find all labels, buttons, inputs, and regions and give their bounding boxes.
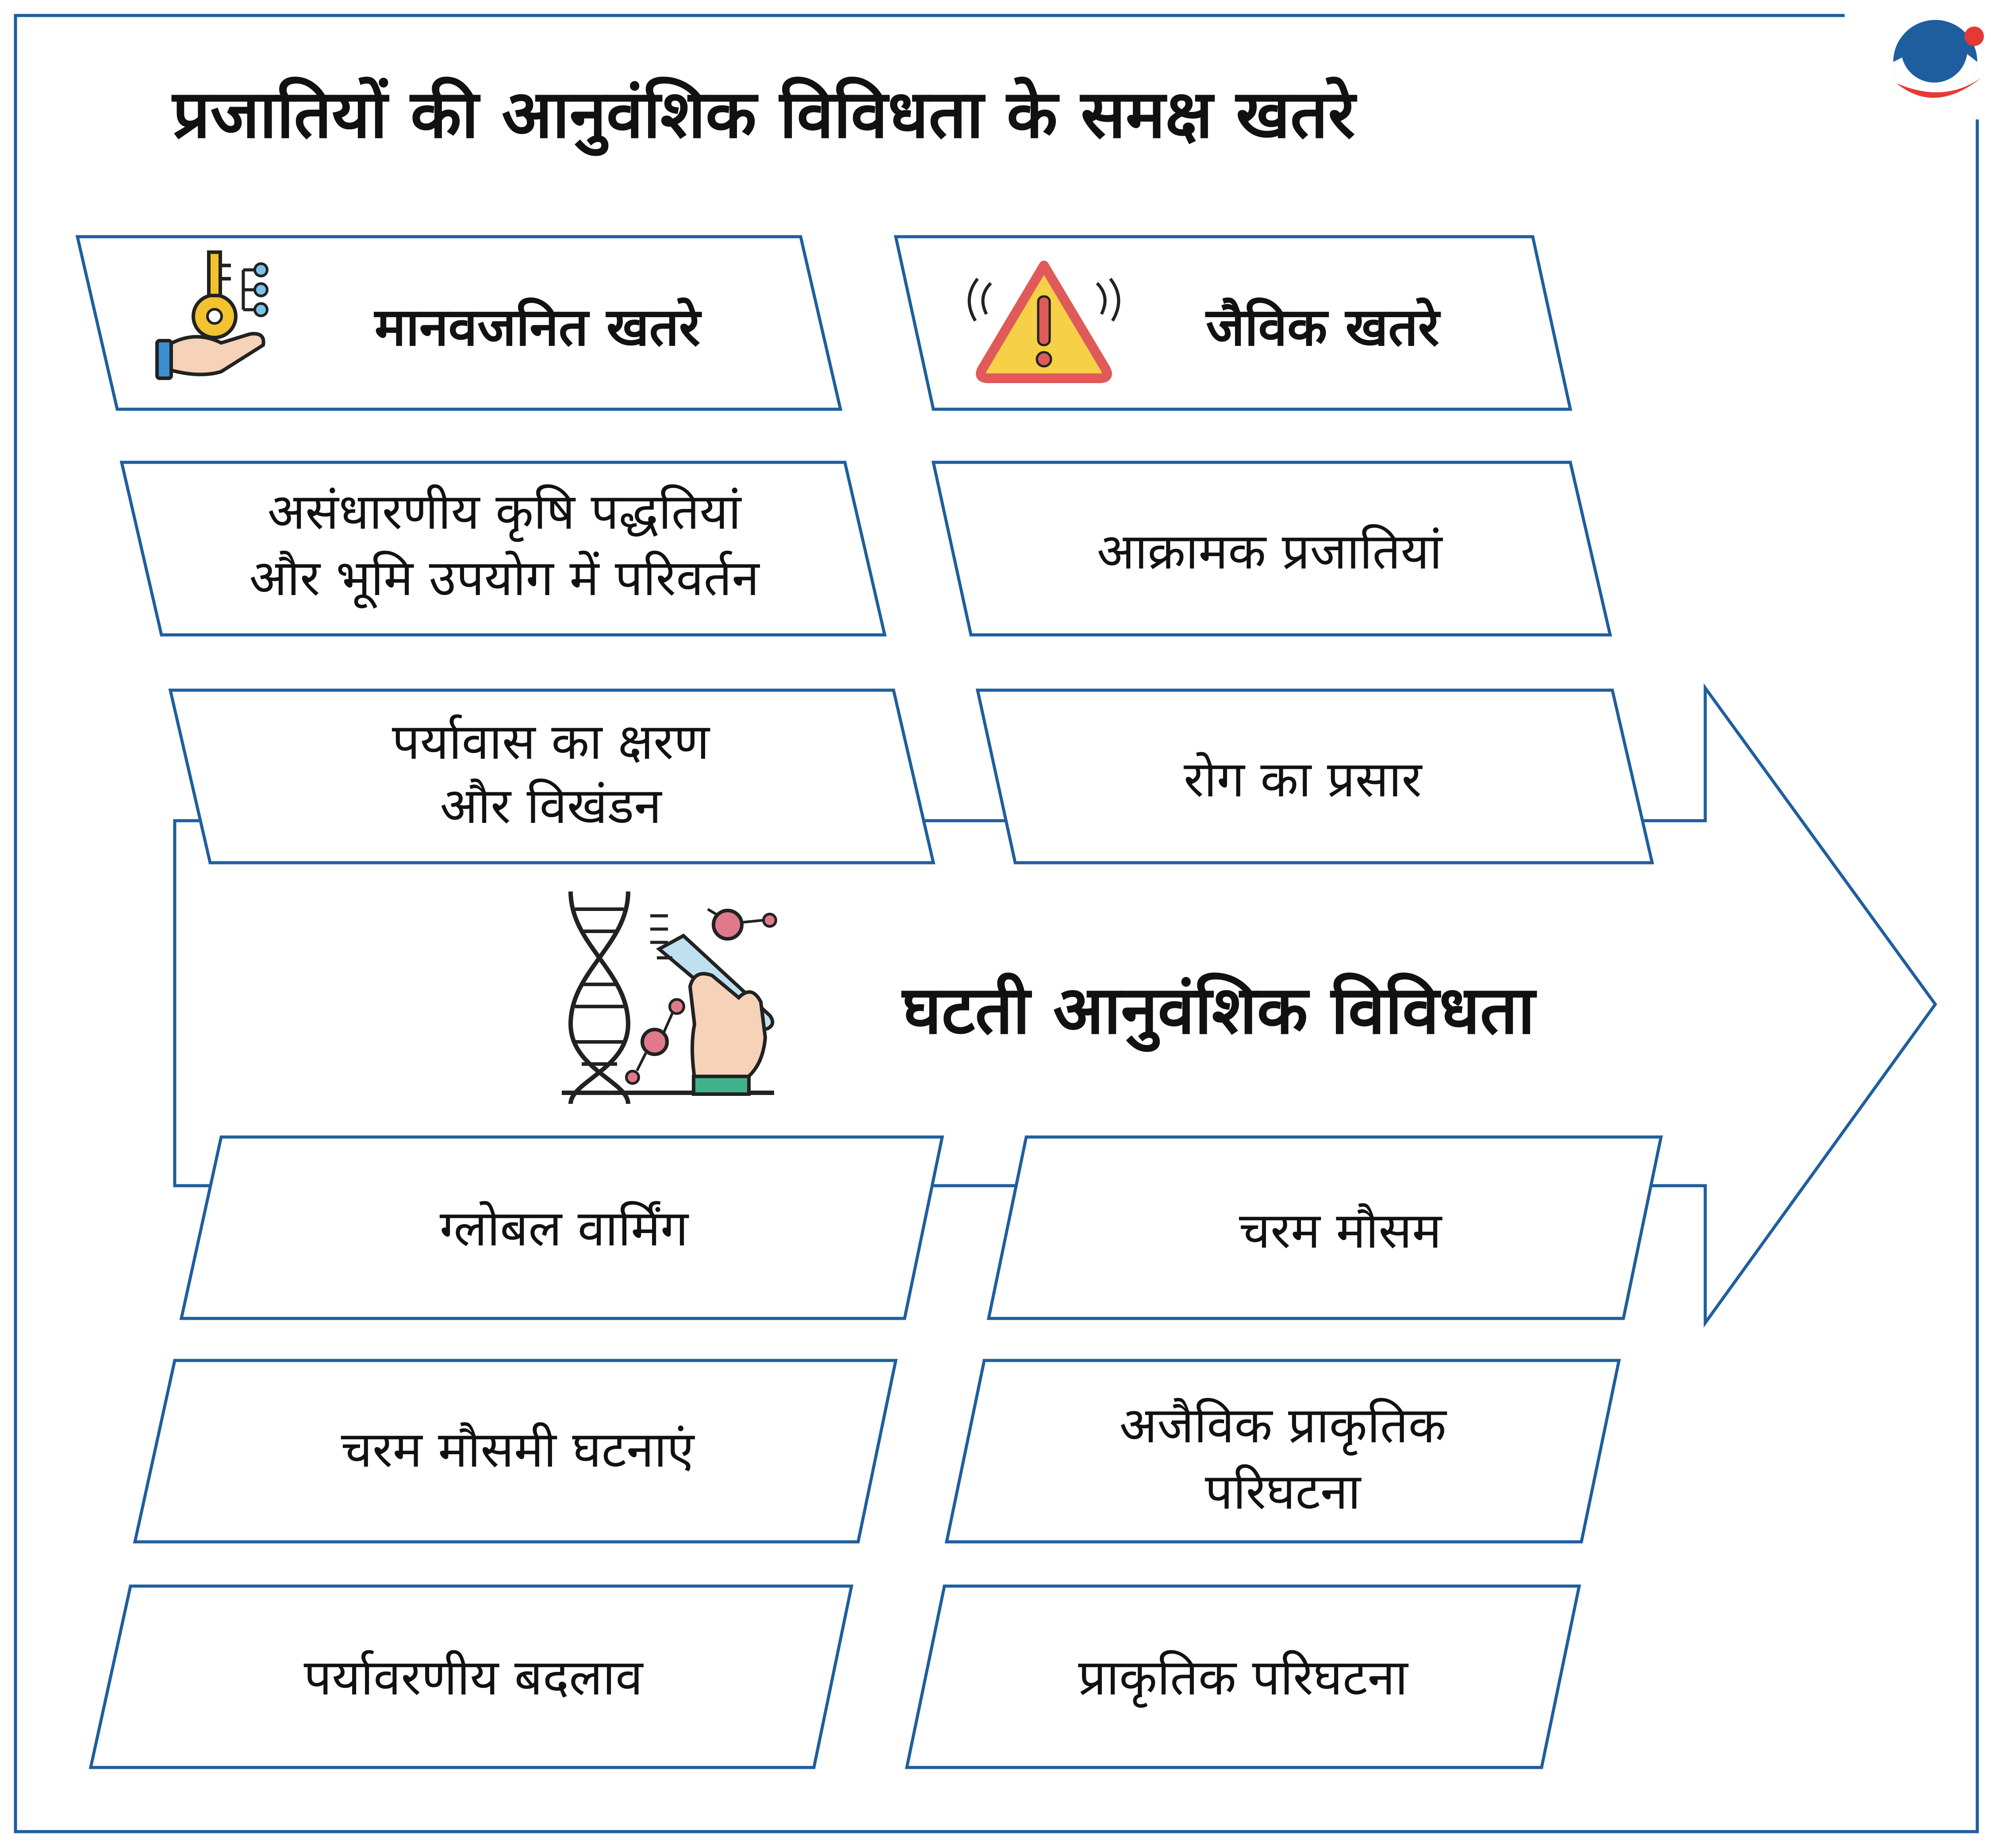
right-item-5-label: प्राकृतिक परिघटना — [1078, 1649, 1408, 1708]
left-item-1-line-1: असंधारणीय कृषि पद्धतियां — [268, 483, 742, 542]
left-item-box-3 — [179, 1135, 944, 1320]
left-item-2-line-2: और विखंडन — [440, 777, 663, 835]
hand-key-icon — [155, 250, 269, 380]
right-item-box-4 — [944, 1359, 1621, 1544]
left-item-box-2 — [168, 688, 936, 864]
right-item-4-line-1: अजैविक प्राकृतिक — [1119, 1397, 1447, 1456]
right-item-3-label: चरम मौसम — [1239, 1202, 1442, 1260]
right-item-4-line-2: परिघटना — [1205, 1463, 1362, 1521]
warning-triangle-icon — [967, 261, 1120, 383]
left-item-4-label: चरम मौसमी घटनाएं — [341, 1421, 695, 1479]
page-title: प्रजातियों की आनुवंशिक विविधता के समक्ष … — [171, 76, 1357, 156]
right-item-box-1 — [931, 461, 1612, 637]
dna-tweezers-icon — [562, 891, 777, 1104]
left-item-box-1 — [119, 461, 887, 637]
right-item-box-3 — [986, 1135, 1663, 1320]
right-item-2-label: रोग का प्रसार — [1184, 751, 1423, 808]
left-item-box-4 — [133, 1359, 898, 1544]
right-header-label: जैविक खतरे — [1205, 296, 1441, 357]
brand-logo-icon — [1893, 20, 1984, 104]
left-item-box-5 — [88, 1584, 854, 1769]
left-item-3-label: ग्लोबल वार्मिंग — [440, 1200, 689, 1257]
left-header-label: मानवजनित खतरे — [374, 296, 702, 357]
left-header-box — [75, 235, 843, 411]
center-label: घटती आनुवंशिक विविधता — [901, 972, 1537, 1052]
right-item-box-5 — [905, 1584, 1581, 1769]
left-item-2-line-1: पर्यावास का क्षरण — [392, 713, 710, 771]
outer-frame — [14, 14, 1979, 1833]
left-item-1-line-2: और भूमि उपयोग में परिवर्तन — [249, 549, 760, 609]
right-item-1-label: आक्रामक प्रजातियां — [1097, 523, 1443, 580]
right-item-box-2 — [975, 688, 1654, 864]
left-item-5-label: पर्यावरणीय बदलाव — [304, 1649, 644, 1706]
